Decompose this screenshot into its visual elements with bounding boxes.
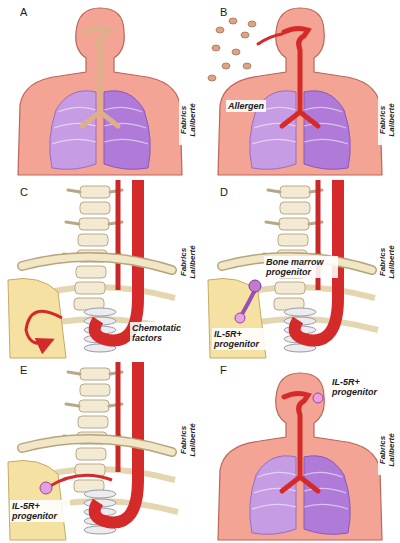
watermark: Fabrics Laliberté xyxy=(179,415,197,465)
watermark: Fabrics Laliberté xyxy=(179,95,197,145)
panel-letter: F xyxy=(220,364,227,377)
callout-label: Allergen xyxy=(226,100,266,112)
panel-letter: D xyxy=(220,186,228,199)
watermark: Fabrics Laliberté xyxy=(179,237,197,287)
panel-letter: A xyxy=(20,6,27,19)
panel-letter: C xyxy=(20,186,28,199)
callout-label: Bone marrow progenitor xyxy=(264,256,338,278)
callout-label: IL-5R+ progenitor xyxy=(330,376,390,398)
watermark: Fabrics Laliberté xyxy=(378,95,396,145)
callout-label: IL-5R+ progenitor xyxy=(212,328,272,350)
watermark: Fabrics Laliberté xyxy=(378,425,396,475)
callout-label: Chemotatic factors xyxy=(130,322,194,344)
callout-label: IL-5R+ progenitor xyxy=(10,500,70,522)
panel-letter: B xyxy=(220,6,227,19)
panel-letter: E xyxy=(20,364,27,377)
watermark: Fabrics Laliberté xyxy=(378,237,396,287)
